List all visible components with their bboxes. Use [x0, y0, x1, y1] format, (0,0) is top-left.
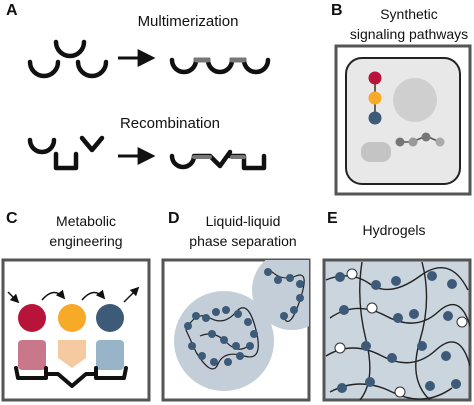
- monomer-cup-left: [27, 59, 61, 79]
- enzyme-orange: [58, 304, 86, 332]
- nucleus: [393, 78, 437, 122]
- panel-a-label: A: [6, 2, 18, 19]
- hydrogel-beads: [334, 268, 468, 398]
- panel-d-label: D: [168, 210, 180, 227]
- c-substrate-peach: [58, 340, 86, 368]
- panel-b-title-line2: signaling pathways: [349, 26, 469, 42]
- panel-e-title: Hydrogels: [362, 222, 426, 238]
- flux-arrow-2: [81, 289, 106, 301]
- panel-d-title-line1: Liquid-liquid: [205, 213, 281, 229]
- multimerization-diagram: [27, 39, 271, 79]
- enzyme-blue: [96, 304, 124, 332]
- panel-b-label: B: [331, 2, 343, 19]
- flux-arrow-out: [123, 286, 140, 303]
- panel-c-label: C: [6, 210, 18, 227]
- c-substrate-pink: [18, 340, 46, 370]
- recombination-title: Recombination: [119, 115, 221, 132]
- condensate-beads: [184, 268, 304, 366]
- receptor-orange: [368, 91, 382, 105]
- multimer-chain: [169, 57, 271, 75]
- receptor-blue: [368, 111, 382, 125]
- multimerization-title: Multimerization: [137, 13, 239, 30]
- c-substrate-light-blue: [96, 340, 124, 370]
- panel-e-label: E: [327, 210, 338, 227]
- monomer-cup-top: [53, 39, 87, 59]
- recombined-chain: [169, 149, 267, 171]
- panel-b-title-line1: Synthetic: [380, 6, 438, 22]
- domain-vee: [79, 135, 105, 153]
- receptor-crimson: [368, 71, 382, 85]
- recombination-diagram: [27, 135, 267, 171]
- enzyme-crimson: [18, 304, 46, 332]
- panel-c-title-line2: engineering: [49, 233, 123, 249]
- organelle: [361, 142, 391, 162]
- hydrogel-network: [325, 261, 470, 400]
- panel-d-title-line2: phase separation: [189, 233, 297, 249]
- flux-arrow-in: [7, 291, 20, 304]
- domain-bucket: [53, 151, 79, 171]
- flux-arrow-1: [41, 289, 66, 301]
- domain-cup: [27, 137, 57, 155]
- c-scaffold: [14, 366, 128, 388]
- panel-c-title-line1: Metabolic: [56, 213, 116, 229]
- monomer-cup-right: [75, 59, 109, 79]
- cell-body: [345, 57, 461, 185]
